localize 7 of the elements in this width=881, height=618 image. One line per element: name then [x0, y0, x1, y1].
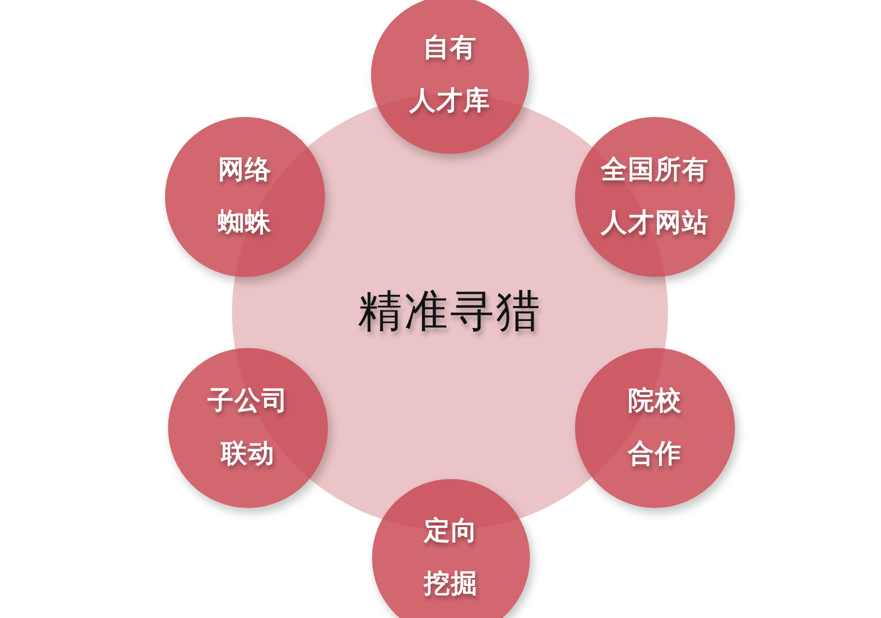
circle-label: 子公司联动 — [208, 385, 288, 471]
circle-label: 全国所有人才网站 — [601, 154, 709, 240]
hub-label: 精准寻猎 — [358, 286, 542, 338]
circle-label: 网络蜘蛛 — [218, 154, 272, 240]
circle-label: 自有人才库 — [410, 32, 490, 118]
circle-label: 院校合作 — [628, 385, 682, 471]
circle-label: 定向挖掘 — [424, 515, 478, 601]
